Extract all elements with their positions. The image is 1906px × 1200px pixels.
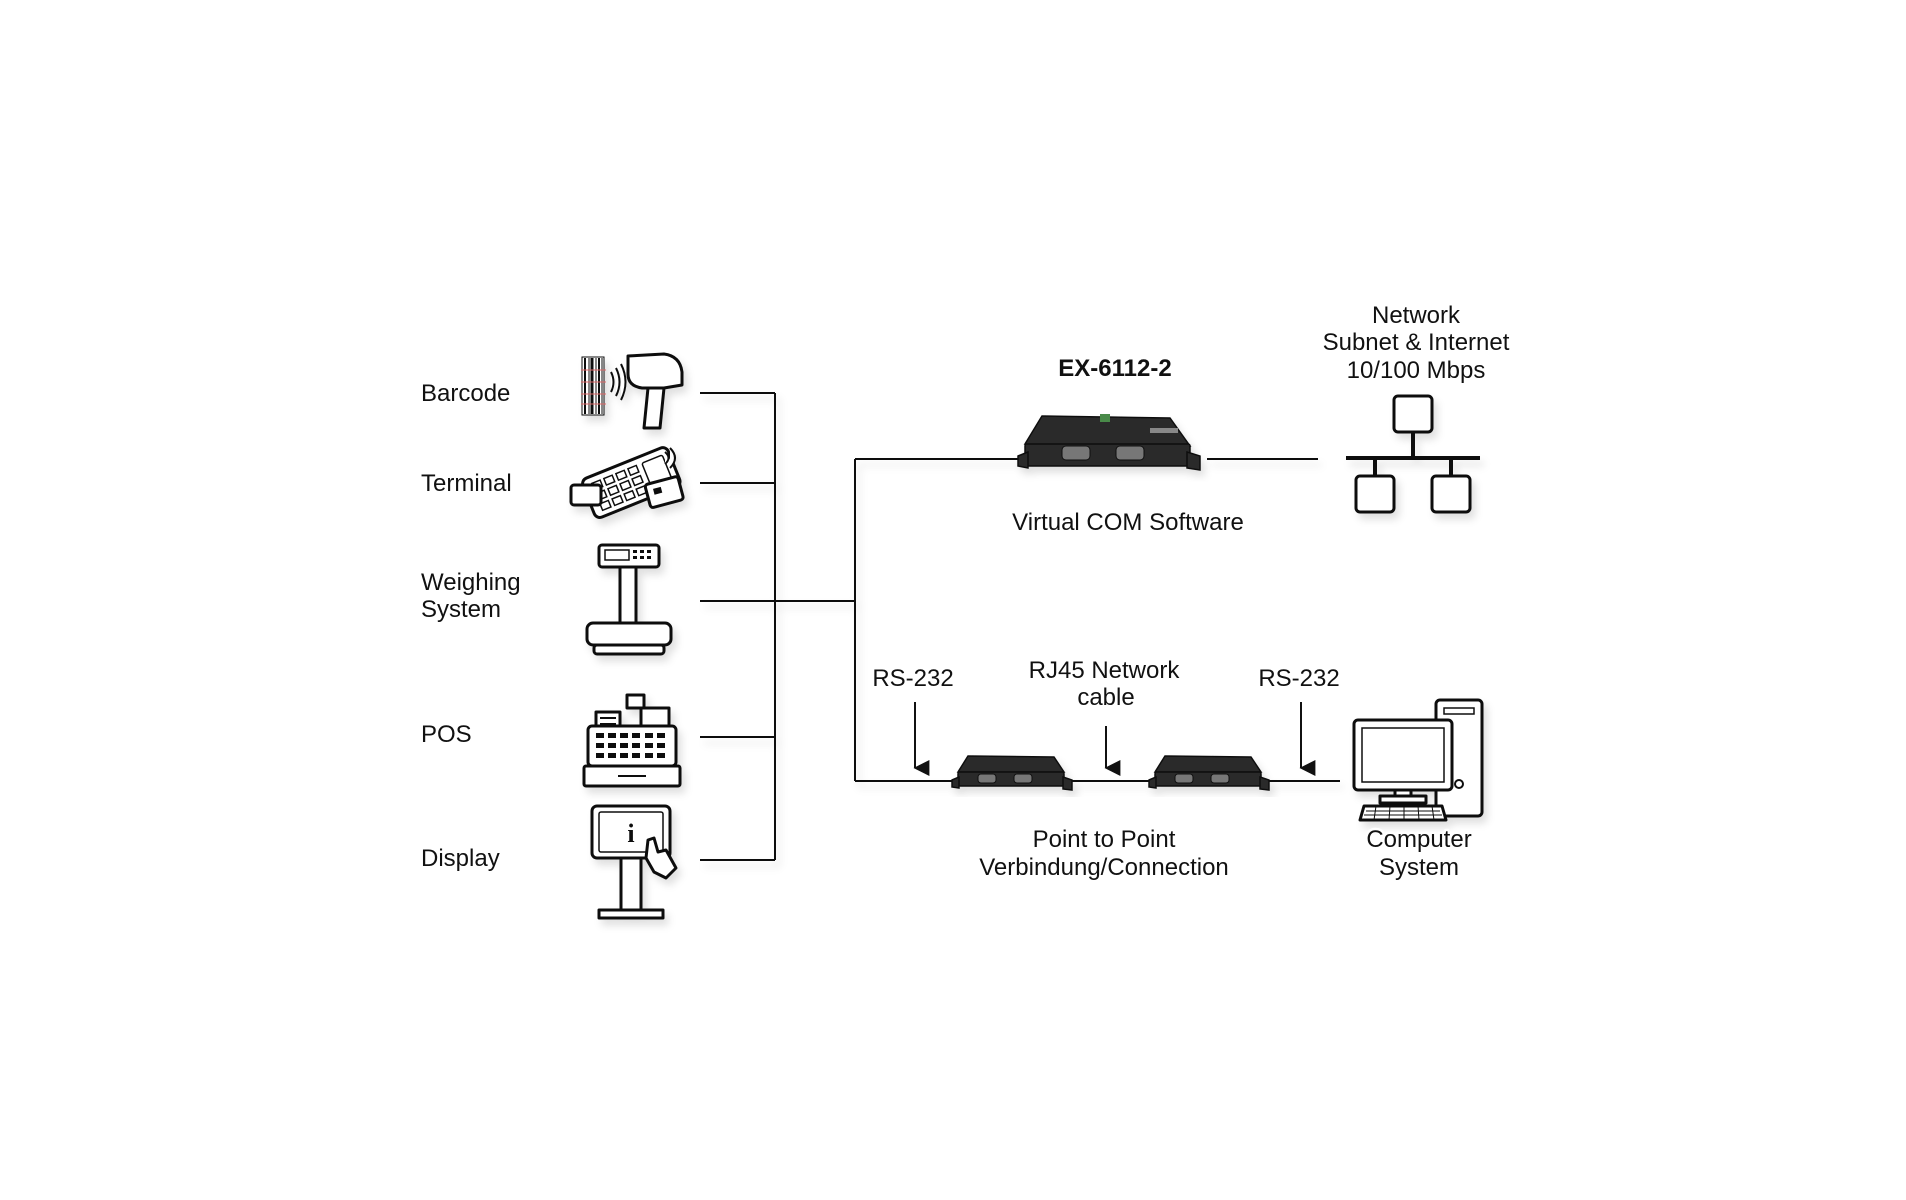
terminal-icon [569, 446, 685, 519]
device-title: EX-6112-2 [1058, 355, 1171, 382]
computer-system-icon [1352, 698, 1484, 822]
terminal-label: Terminal [421, 470, 512, 497]
barcode-scanner-icon [581, 352, 684, 430]
device-labels: Barcode Terminal Weighing System POS Dis… [419, 378, 524, 875]
p2p-device-right-icon [1148, 755, 1270, 791]
ex-6112-2-device-icon [1017, 414, 1201, 471]
rs232-left-label: RS-232 [872, 665, 953, 692]
network-label-line1: Network [1372, 302, 1461, 329]
barcode-label: Barcode [421, 380, 510, 407]
svg-text:i: i [627, 819, 634, 848]
weighing-label-line2: System [421, 596, 501, 623]
p2p-label-line2: Verbindung/Connection [979, 854, 1229, 881]
pos-register-icon [582, 693, 682, 788]
computer-labels: Computer System [1364, 824, 1474, 884]
pos-label: POS [421, 721, 472, 748]
display-label: Display [421, 845, 500, 872]
network-label-line2: Subnet & Internet [1323, 329, 1510, 356]
network-label-line3: 10/100 Mbps [1347, 357, 1486, 384]
info-kiosk-icon: i [590, 804, 678, 920]
rs232-right-label: RS-232 [1258, 665, 1339, 692]
computer-label-line2: System [1379, 854, 1459, 881]
p2p-device-left-icon [951, 755, 1073, 791]
connection-arrows [913, 702, 1316, 776]
network-labels: Network Subnet & Internet 10/100 Mbps [1320, 300, 1512, 387]
connection-labels: RS-232 RJ45 Network cable RS-232 Point t… [870, 655, 1342, 884]
software-label: Virtual COM Software [1012, 509, 1244, 536]
network-topology-icon [1346, 394, 1480, 514]
p2p-label-line1: Point to Point [1033, 826, 1176, 853]
left-bus-wires [700, 392, 1340, 861]
rj45-label-line2: cable [1077, 684, 1134, 711]
rj45-label-line1: RJ45 Network [1029, 657, 1181, 684]
weighing-scale-icon [585, 543, 673, 656]
computer-label-line1: Computer [1366, 826, 1471, 853]
weighing-label-line1: Weighing [421, 569, 521, 596]
